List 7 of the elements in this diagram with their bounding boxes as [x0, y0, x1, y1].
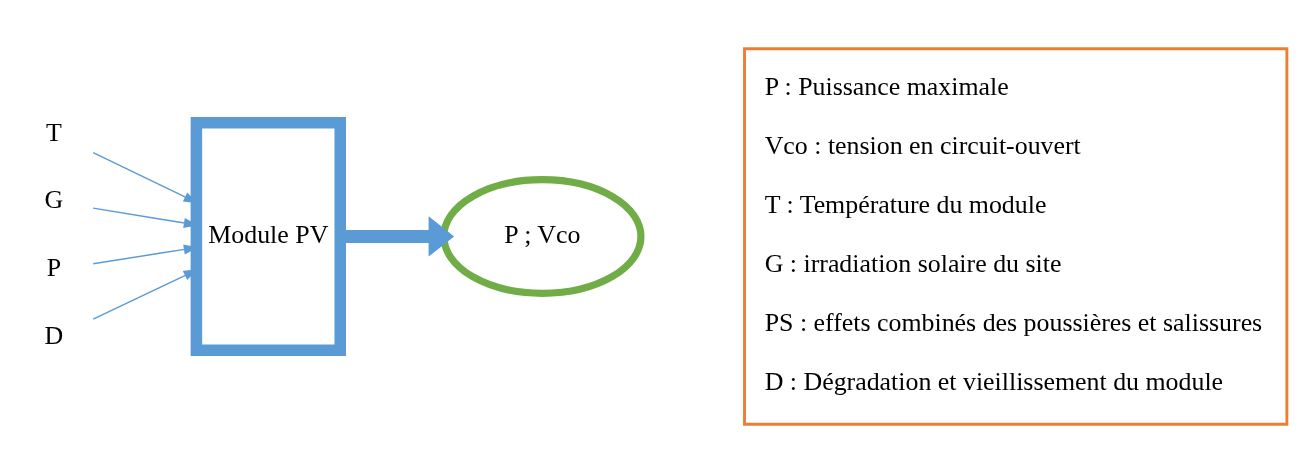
node-box: Module PV	[190, 116, 346, 356]
node-ellipse: P ; Vco	[440, 175, 645, 297]
node-text: D	[44, 320, 64, 350]
node-text: G	[44, 184, 64, 214]
node-text: P	[46, 252, 62, 282]
node-text: T	[46, 117, 62, 147]
node-box: P : Puissance maximale Vco : tension en circuit-ouvert T : Température du module G : irradiation solaire du site PS : effets combinés des poussières et salissures D : Dégradation et vieillissement du module	[743, 46, 1289, 426]
